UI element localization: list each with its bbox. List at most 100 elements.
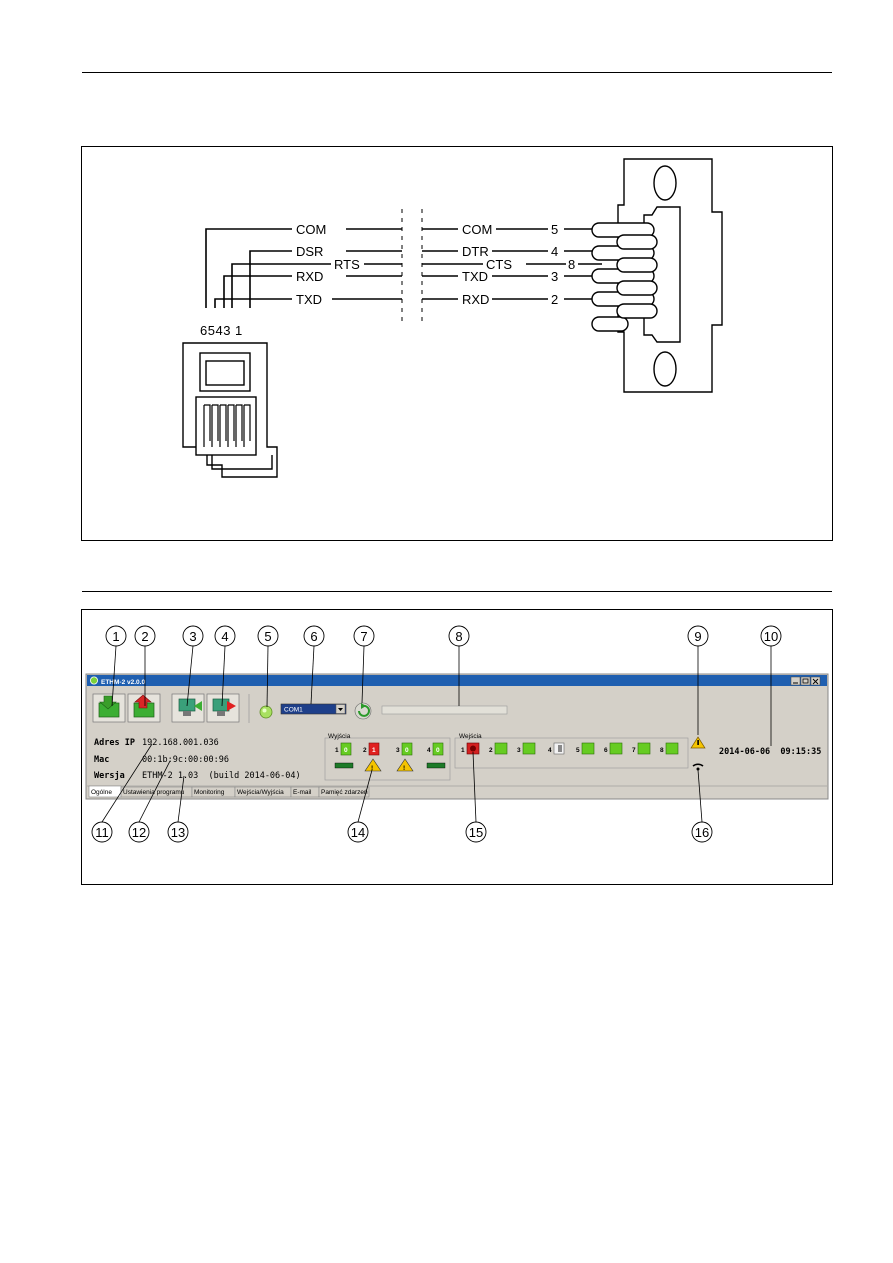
callout-8: 8 [455, 629, 462, 644]
connection-status-led [259, 705, 273, 719]
svg-text:2: 2 [489, 747, 493, 754]
label-rxd-right: RXD [462, 292, 489, 307]
callout-16: 16 [695, 825, 709, 840]
top-rule [82, 72, 832, 73]
trouble-warning-icon[interactable] [690, 736, 706, 749]
svg-text:6: 6 [604, 747, 608, 754]
middle-rule [82, 591, 832, 592]
callout-15: 15 [469, 825, 483, 840]
tab-email[interactable]: E-mail [290, 786, 320, 798]
progress-bar [381, 705, 508, 715]
pin-4: 4 [551, 244, 558, 259]
input-4: 4 [548, 742, 565, 755]
callout-5: 5 [264, 629, 271, 644]
ip-label: Adres IP [94, 738, 135, 748]
maximize-button[interactable] [800, 676, 811, 686]
input-6: 6 [604, 742, 623, 755]
mac-label: Mac [94, 755, 109, 765]
svg-text:4: 4 [548, 747, 552, 754]
svg-text:8: 8 [660, 747, 664, 754]
inputs-group [454, 737, 689, 769]
label-com-left: COM [296, 222, 326, 237]
wiring-figure: COM DSR RTS RXD TXD 6543 1 COM DTR CTS T… [81, 146, 833, 541]
current-datetime: 2014-06-06 09:15:35 [719, 747, 821, 757]
outputs-group [324, 737, 451, 781]
rj-pin-numbers: 6543 1 [200, 323, 243, 338]
callout-14: 14 [351, 825, 365, 840]
label-txd-right: TXD [462, 269, 488, 284]
callout-13: 13 [171, 825, 185, 840]
output-2[interactable]: 2 1 ! [363, 742, 382, 772]
wire-dsr-left [249, 250, 292, 308]
minimize-button[interactable] [790, 676, 801, 686]
window-controls[interactable] [790, 676, 821, 686]
callout-7: 7 [360, 629, 367, 644]
output-relay-icon [334, 762, 354, 769]
tab-monitoring[interactable]: Monitoring [191, 786, 236, 798]
label-dsr-left: DSR [296, 244, 323, 259]
screenshot-figure: ETHM-2 v2.0.0 COM1 [81, 609, 833, 885]
toolbar-button-disconnect[interactable] [206, 693, 240, 723]
toolbar-button-write[interactable] [127, 693, 161, 723]
svg-text:Ogólne: Ogólne [91, 789, 112, 796]
outputs-title: Wyjścia [328, 733, 351, 740]
tab-pamiec-zdarzen[interactable]: Pamięć zdarzeń [318, 786, 370, 798]
output-number: 2 [363, 747, 367, 754]
label-rts-left: RTS [334, 257, 360, 272]
output-3[interactable]: 3 0 ! [396, 742, 414, 772]
svg-text:!: ! [371, 765, 373, 772]
refresh-ports-button[interactable] [354, 702, 372, 720]
wire-rts-left [231, 263, 331, 308]
com-port-select[interactable]: COM1 [280, 703, 347, 715]
warning-icon [364, 758, 382, 772]
input-1: 1 [461, 742, 480, 755]
input-3: 3 [517, 742, 536, 755]
callout-9: 9 [694, 629, 701, 644]
pin-3: 3 [551, 269, 558, 284]
version-value: ETHM-2 1.03 (build 2014-06-04) [142, 771, 301, 781]
inputs-title: Wejścia [459, 733, 482, 740]
chevron-down-icon [338, 708, 343, 711]
rj-connector-drawing [182, 342, 278, 478]
app-titlebar [87, 675, 827, 686]
input-2: 2 [489, 742, 508, 755]
version-label: Wersja [94, 770, 125, 781]
connection-signal-icon [692, 763, 704, 771]
ip-value: 192.168.001.036 [142, 738, 219, 748]
output-4[interactable]: 4 0 [426, 742, 446, 769]
label-txd-left: TXD [296, 292, 322, 307]
wire-com-left [205, 228, 292, 308]
svg-text:Pamięć zdarzeń: Pamięć zdarzeń [321, 789, 368, 796]
app-title: ETHM-2 v2.0.0 [101, 679, 145, 686]
db9-connector-drawing [591, 158, 723, 393]
output-state: 0 [344, 747, 348, 754]
output-1[interactable]: 1 0 [334, 742, 354, 769]
output-state: 0 [405, 747, 409, 754]
svg-text:1: 1 [461, 747, 465, 754]
callout-6: 6 [310, 629, 317, 644]
input-5: 5 [576, 742, 595, 755]
tab-wejscia-wyjscia[interactable]: Wejścia/Wyjścia [234, 786, 292, 798]
annotated-app-screenshot: ETHM-2 v2.0.0 COM1 [85, 625, 829, 843]
tab-ogolne[interactable]: Ogólne [88, 785, 122, 798]
input-7: 7 [632, 742, 651, 755]
svg-text:E-mail: E-mail [293, 789, 312, 796]
svg-text:5: 5 [576, 747, 580, 754]
output-number: 3 [396, 747, 400, 754]
callout-1: 1 [112, 629, 119, 644]
svg-text:Wejścia/Wyjścia: Wejścia/Wyjścia [237, 789, 284, 796]
wiring-diagram: COM DSR RTS RXD TXD 6543 1 COM DTR CTS T… [182, 158, 723, 478]
output-state: 0 [436, 747, 440, 754]
warning-icon [396, 758, 414, 772]
callout-10: 10 [764, 629, 778, 644]
callout-4: 4 [221, 629, 228, 644]
refresh-icon [358, 704, 370, 717]
svg-text:!: ! [403, 765, 405, 772]
callout-3: 3 [189, 629, 196, 644]
toolbar-button-read[interactable] [92, 693, 126, 723]
pin-5: 5 [551, 222, 558, 237]
output-number: 1 [335, 747, 339, 754]
com-port-value: COM1 [284, 707, 303, 714]
output-number: 4 [427, 747, 431, 754]
pin-2: 2 [551, 292, 558, 307]
